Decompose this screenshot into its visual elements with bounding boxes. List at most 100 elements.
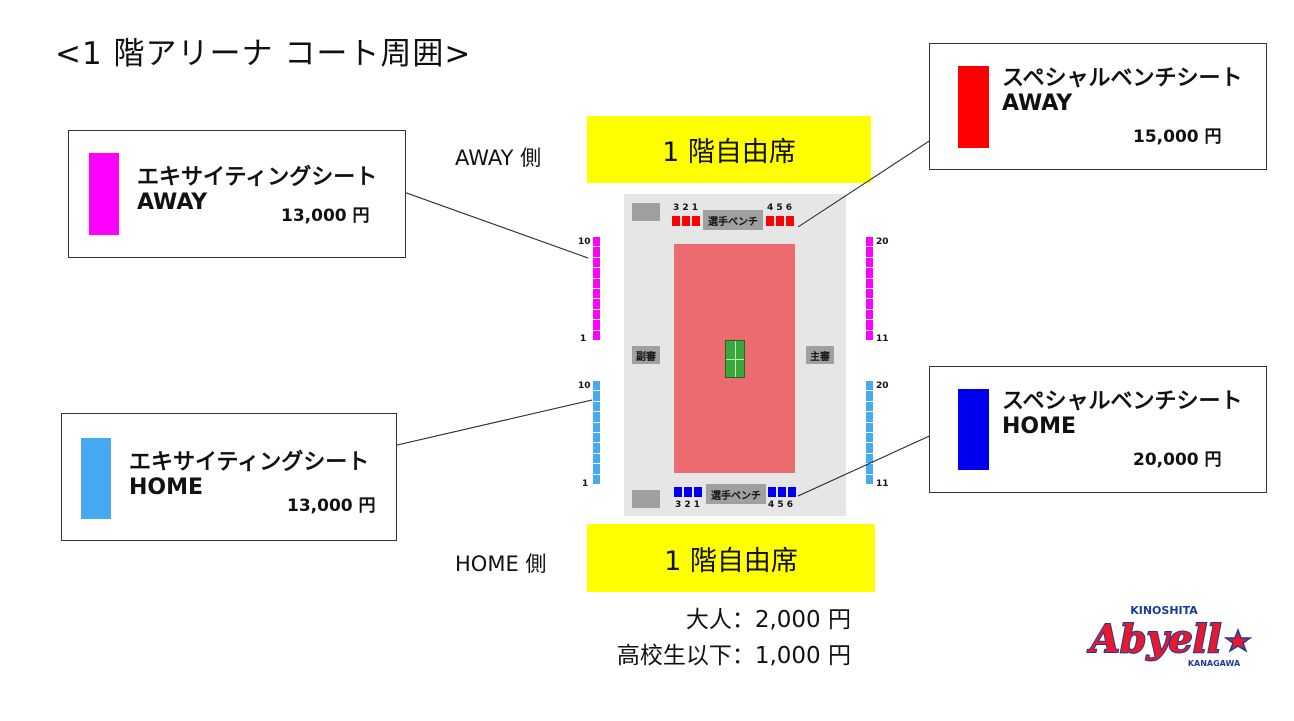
seat bbox=[593, 268, 600, 278]
legend-exciting-home-price: 13,000 円 bbox=[287, 496, 376, 516]
strip-left-home-bottom-label: 1 bbox=[582, 479, 589, 489]
seat bbox=[778, 487, 786, 497]
seat bbox=[866, 330, 873, 340]
seat bbox=[866, 401, 873, 412]
exciting-away-strip-left bbox=[593, 237, 600, 340]
strip-left-home-top-label: 10 bbox=[578, 381, 591, 391]
seat bbox=[866, 464, 873, 474]
home-side-label: HOME 側 bbox=[455, 552, 547, 576]
seat bbox=[593, 330, 600, 340]
seat bbox=[593, 443, 600, 453]
strip-right-away-bottom-label: 11 bbox=[876, 334, 889, 344]
connector-exciting-home bbox=[379, 399, 593, 450]
seat bbox=[593, 453, 600, 464]
seat bbox=[866, 412, 873, 422]
logo-star-icon bbox=[1223, 627, 1253, 653]
free-seat-home-block: 1 階自由席 bbox=[587, 524, 875, 592]
seat bbox=[866, 453, 873, 464]
bench-away-label: 選手ベンチ bbox=[708, 216, 758, 228]
seat bbox=[866, 299, 873, 309]
seat bbox=[672, 216, 680, 226]
strip-right-home-top-label: 20 bbox=[876, 381, 889, 391]
strip-left-away-bottom-label: 1 bbox=[580, 334, 587, 344]
strip-right-away-top-label: 20 bbox=[876, 237, 889, 247]
bench-home: 選手ベンチ bbox=[706, 484, 766, 504]
exciting-home-strip-left bbox=[593, 381, 600, 484]
legend-exciting-home-swatch bbox=[81, 438, 111, 519]
bench-away-left-numbers: 3 2 1 bbox=[673, 203, 699, 213]
strip-right-home-bottom-label: 11 bbox=[876, 479, 889, 489]
special-home-seats-right bbox=[768, 487, 796, 497]
seat bbox=[866, 320, 873, 330]
special-away-seats-right bbox=[766, 216, 794, 226]
legend-exciting-away: エキサイティングシート AWAY 13,000 円 bbox=[68, 130, 406, 258]
legend-special-away-price: 15,000 円 bbox=[1133, 127, 1222, 147]
legend-special-away: スペシャルベンチシート AWAY 15,000 円 bbox=[929, 43, 1267, 170]
special-away-seats-left bbox=[672, 216, 700, 226]
seat bbox=[593, 381, 600, 391]
logo-bottom-text: KANAGAWA bbox=[1188, 659, 1241, 668]
seat bbox=[866, 422, 873, 432]
price-adult: 大人：2,000 円 bbox=[685, 607, 851, 633]
seat bbox=[674, 487, 682, 497]
seat bbox=[692, 216, 700, 226]
exciting-away-strip-right bbox=[866, 237, 873, 340]
seat bbox=[766, 216, 774, 226]
connector-exciting-away bbox=[386, 185, 589, 259]
free-seat-away-label: 1 階自由席 bbox=[662, 137, 796, 168]
seat bbox=[593, 474, 600, 484]
seat bbox=[593, 320, 600, 330]
legend-special-away-swatch bbox=[958, 66, 989, 148]
price-student: 高校生以下：1,000 円 bbox=[616, 643, 851, 669]
seat bbox=[866, 247, 873, 257]
seat bbox=[866, 443, 873, 453]
free-seat-home-label: 1 階自由席 bbox=[664, 545, 798, 577]
seat bbox=[593, 391, 600, 401]
seat bbox=[866, 391, 873, 401]
seat bbox=[866, 268, 873, 278]
seat bbox=[776, 216, 784, 226]
seat bbox=[866, 381, 873, 391]
sub-referee: 副審 bbox=[632, 346, 660, 364]
main-referee-label: 主審 bbox=[810, 351, 830, 363]
seat bbox=[694, 487, 702, 497]
bench-away-right-numbers: 4 5 6 bbox=[767, 203, 793, 213]
legend-special-home-name2: HOME bbox=[1002, 414, 1077, 439]
seat bbox=[593, 422, 600, 432]
seat bbox=[593, 288, 600, 299]
logo-top-text: KINOSHITA bbox=[1130, 604, 1198, 617]
seat bbox=[768, 487, 776, 497]
seat bbox=[593, 464, 600, 474]
abyell-logo: KINOSHITA Abyell KANAGAWA bbox=[1086, 604, 1253, 668]
seat bbox=[593, 237, 600, 247]
away-corner-box bbox=[632, 203, 660, 221]
seat bbox=[593, 247, 600, 257]
seat bbox=[866, 257, 873, 268]
legend-exciting-home-name1: エキサイティングシート bbox=[129, 450, 370, 475]
main-referee: 主審 bbox=[806, 346, 834, 364]
seat bbox=[866, 288, 873, 299]
seat bbox=[593, 278, 600, 288]
exciting-home-strip-right bbox=[866, 381, 873, 484]
legend-special-home: スペシャルベンチシート HOME 20,000 円 bbox=[929, 366, 1267, 493]
page-title: <1 階アリーナ コート周囲> bbox=[55, 36, 472, 72]
seat bbox=[593, 401, 600, 412]
seat bbox=[593, 299, 600, 309]
sub-referee-label: 副審 bbox=[636, 351, 656, 363]
seat bbox=[866, 309, 873, 320]
seat bbox=[786, 216, 794, 226]
seat bbox=[593, 432, 600, 443]
seat bbox=[593, 257, 600, 268]
bench-home-label: 選手ベンチ bbox=[711, 490, 761, 502]
home-corner-box bbox=[632, 490, 660, 508]
away-side-label: AWAY 側 bbox=[455, 146, 542, 170]
seat bbox=[866, 237, 873, 247]
court-net bbox=[725, 340, 745, 378]
legend-exciting-away-price: 13,000 円 bbox=[281, 206, 370, 226]
free-seat-away-block: 1 階自由席 bbox=[587, 116, 871, 183]
seat bbox=[788, 487, 796, 497]
logo-main-text: Abyell bbox=[1087, 616, 1221, 661]
legend-special-home-name1: スペシャルベンチシート bbox=[1002, 389, 1243, 414]
seat bbox=[593, 412, 600, 422]
legend-exciting-away-name2: AWAY bbox=[137, 190, 208, 215]
